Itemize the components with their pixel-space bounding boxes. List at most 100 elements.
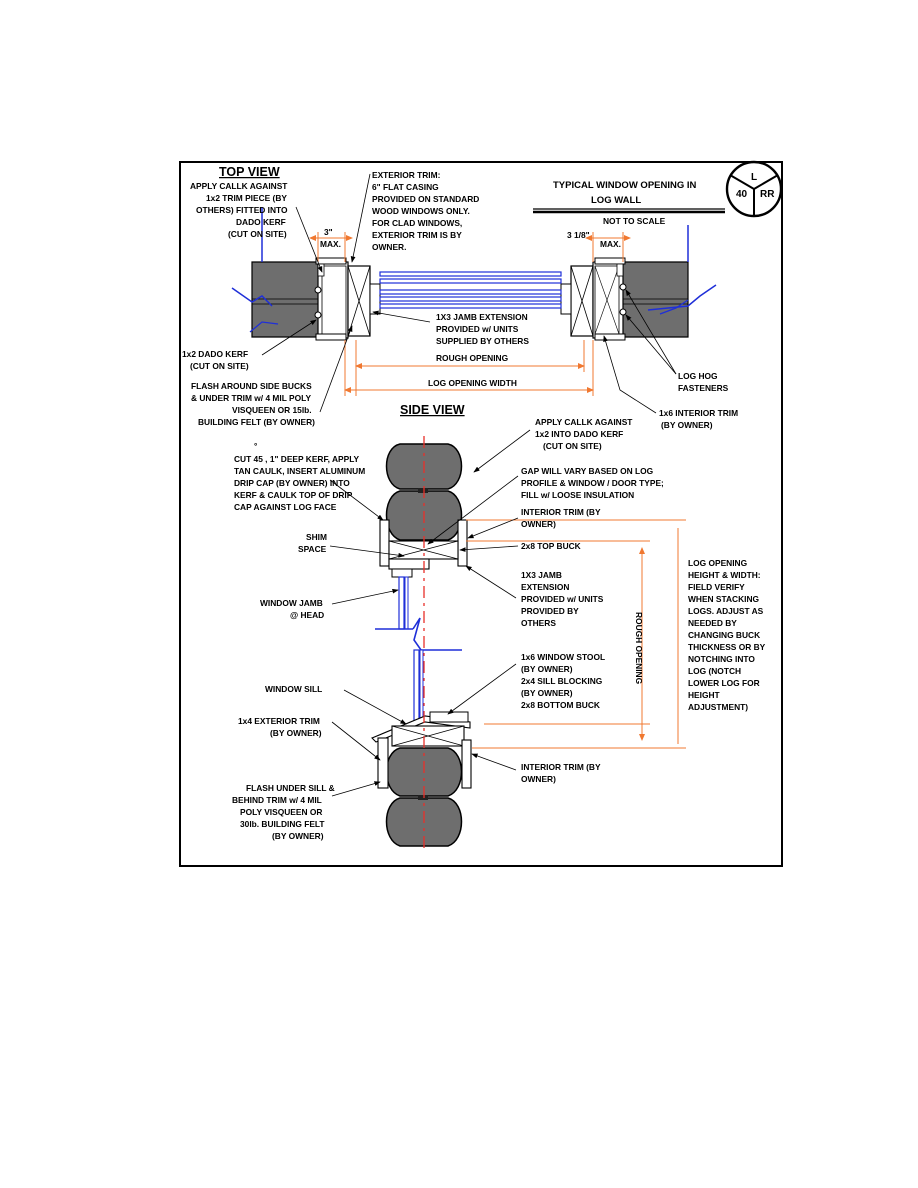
svg-text:(CUT ON SITE): (CUT ON SITE) xyxy=(190,361,249,371)
svg-text:OWNER): OWNER) xyxy=(521,519,556,529)
svg-text:APPLY CALLK AGAINST: APPLY CALLK AGAINST xyxy=(535,417,633,427)
note-window-sill: WINDOW SILL xyxy=(265,684,322,694)
svg-text:& UNDER TRIM w/ 4 MIL POLY: & UNDER TRIM w/ 4 MIL POLY xyxy=(191,393,311,403)
svg-text:1X3 JAMB EXTENSION: 1X3 JAMB EXTENSION xyxy=(436,312,528,322)
svg-text:INTERIOR TRIM (BY: INTERIOR TRIM (BY xyxy=(521,762,601,772)
svg-text:POLY VISQUEEN OR: POLY VISQUEEN OR xyxy=(240,807,322,817)
note-interior-trim-lower: INTERIOR TRIM (BY OWNER) xyxy=(521,762,601,784)
svg-text:(BY OWNER): (BY OWNER) xyxy=(272,831,324,841)
svg-text:EXTERIOR TRIM:: EXTERIOR TRIM: xyxy=(372,170,440,180)
svg-text:NEEDED BY: NEEDED BY xyxy=(688,618,737,628)
svg-text:OTHERS) FITTED INTO: OTHERS) FITTED INTO xyxy=(196,205,288,215)
svg-text:PROVIDED w/ UNITS: PROVIDED w/ UNITS xyxy=(521,594,604,604)
sheet-badge: L 40 RR xyxy=(725,160,783,218)
side-dim-rough-opening: ROUGH OPENING xyxy=(634,612,644,684)
svg-text:THICKNESS OR BY: THICKNESS OR BY xyxy=(688,642,766,652)
svg-text:APPLY CALLK AGAINST: APPLY CALLK AGAINST xyxy=(190,181,288,191)
svg-text:FLASH UNDER SILL &: FLASH UNDER SILL & xyxy=(246,783,335,793)
note-window-jamb: WINDOW JAMB @ HEAD xyxy=(260,598,324,620)
svg-text:(CUT ON SITE): (CUT ON SITE) xyxy=(543,441,602,451)
svg-text:1x2 DADO KERF: 1x2 DADO KERF xyxy=(182,349,248,359)
top-view-title: TOP VIEW xyxy=(219,165,280,179)
side-view-title: SIDE VIEW xyxy=(400,403,465,417)
note-interior-trim-upper: INTERIOR TRIM (BY OWNER) xyxy=(521,507,601,529)
svg-text:FOR CLAD WINDOWS,: FOR CLAD WINDOWS, xyxy=(372,218,462,228)
svg-text:PROVIDED BY: PROVIDED BY xyxy=(521,606,579,616)
note-top-buck: 2x8 TOP BUCK xyxy=(521,541,581,551)
note-log-hog: LOG HOG FASTENERS xyxy=(678,371,729,393)
svg-text:FILL w/ LOOSE INSULATION: FILL w/ LOOSE INSULATION xyxy=(521,490,634,500)
svg-text:KERF & CAULK TOP OF DRIP: KERF & CAULK TOP OF DRIP xyxy=(234,490,353,500)
svg-text:SHIM: SHIM xyxy=(306,532,327,542)
svg-text:1X3 JAMB: 1X3 JAMB xyxy=(521,570,562,580)
badge-top: L xyxy=(751,172,757,183)
side-view-dimensions: ROUGH OPENING xyxy=(466,519,686,749)
svg-text:HEIGHT & WIDTH:: HEIGHT & WIDTH: xyxy=(688,570,761,580)
svg-text:LOGS. ADJUST AS: LOGS. ADJUST AS xyxy=(688,606,764,616)
svg-text:PROVIDED ON STANDARD: PROVIDED ON STANDARD xyxy=(372,194,479,204)
svg-text:@ HEAD: @ HEAD xyxy=(290,610,324,620)
dim-3-label: 3" xyxy=(324,227,333,237)
svg-text:WINDOW JAMB: WINDOW JAMB xyxy=(260,598,323,608)
svg-text:VISQUEEN OR 15lb.: VISQUEEN OR 15lb. xyxy=(232,405,312,415)
svg-text:EXTERIOR TRIM IS BY: EXTERIOR TRIM IS BY xyxy=(372,230,462,240)
note-cut-45: ° CUT 45 , 1" DEEP KERF, APPLY TAN CAULK… xyxy=(234,441,365,512)
top-view-plan xyxy=(231,207,717,341)
svg-text:1x2 TRIM PIECE (BY: 1x2 TRIM PIECE (BY xyxy=(206,193,287,203)
svg-text:WHEN STACKING: WHEN STACKING xyxy=(688,594,759,604)
scale-note: NOT TO SCALE xyxy=(603,216,666,226)
svg-text:FASTENERS: FASTENERS xyxy=(678,383,729,393)
title-block: TYPICAL WINDOW OPENING IN LOG WALL NOT T… xyxy=(533,180,725,226)
svg-text:OTHERS: OTHERS xyxy=(521,618,556,628)
top-view-notes: APPLY CALLK AGAINST 1x2 TRIM PIECE (BY O… xyxy=(182,170,738,430)
note-flash-under-sill: FLASH UNDER SILL & BEHIND TRIM w/ 4 MIL … xyxy=(232,783,335,841)
svg-text:(BY OWNER): (BY OWNER) xyxy=(521,688,573,698)
note-jamb-extension-side: 1X3 JAMB EXTENSION PROVIDED w/ UNITS PRO… xyxy=(521,570,604,628)
note-apply-caulk: APPLY CALLK AGAINST 1x2 TRIM PIECE (BY O… xyxy=(190,181,288,239)
dim-log-opening-width: LOG OPENING WIDTH xyxy=(428,378,517,388)
svg-text:(BY OWNER): (BY OWNER) xyxy=(521,664,573,674)
note-apply-caulk-kerf: APPLY CALLK AGAINST 1x2 INTO DADO KERF (… xyxy=(535,417,633,451)
note-log-opening: LOG OPENING HEIGHT & WIDTH: FIELD VERIFY… xyxy=(688,558,766,712)
svg-text:(BY OWNER): (BY OWNER) xyxy=(270,728,322,738)
badge-left: 40 xyxy=(736,189,748,200)
svg-text:LOG HOG: LOG HOG xyxy=(678,371,718,381)
svg-text:(BY OWNER): (BY OWNER) xyxy=(661,420,713,430)
note-stool-blocking-buck: 1x6 WINDOW STOOL (BY OWNER) 2x4 SILL BLO… xyxy=(521,652,605,710)
svg-text:ADJUSTMENT): ADJUSTMENT) xyxy=(688,702,748,712)
svg-text:°: ° xyxy=(254,441,257,451)
svg-text:30lb. BUILDING FELT: 30lb. BUILDING FELT xyxy=(240,819,325,829)
svg-text:6" FLAT CASING: 6" FLAT CASING xyxy=(372,182,439,192)
note-exterior-trim-side: 1x4 EXTERIOR TRIM (BY OWNER) xyxy=(238,716,322,738)
sheet-title-line-2: LOG WALL xyxy=(591,195,641,206)
svg-text:OWNER): OWNER) xyxy=(521,774,556,784)
svg-text:2x4 SILL BLOCKING: 2x4 SILL BLOCKING xyxy=(521,676,602,686)
svg-text:FIELD VERIFY: FIELD VERIFY xyxy=(688,582,745,592)
svg-text:CAP AGAINST LOG FACE: CAP AGAINST LOG FACE xyxy=(234,502,337,512)
top-view-dimensions: 3" MAX. 3 1/8" MAX. ROUGH OPENING LOG OP… xyxy=(309,227,631,396)
svg-text:HEIGHT: HEIGHT xyxy=(688,690,721,700)
svg-text:(CUT ON SITE): (CUT ON SITE) xyxy=(228,229,287,239)
svg-text:LOWER LOG FOR: LOWER LOG FOR xyxy=(688,678,760,688)
svg-text:2x8 BOTTOM BUCK: 2x8 BOTTOM BUCK xyxy=(521,700,600,710)
svg-text:BEHIND TRIM w/ 4 MIL: BEHIND TRIM w/ 4 MIL xyxy=(232,795,322,805)
svg-text:EXTENSION: EXTENSION xyxy=(521,582,569,592)
svg-text:PROVIDED w/ UNITS: PROVIDED w/ UNITS xyxy=(436,324,519,334)
svg-text:BUILDING FELT (BY OWNER): BUILDING FELT (BY OWNER) xyxy=(198,417,315,427)
svg-text:1x4 EXTERIOR TRIM: 1x4 EXTERIOR TRIM xyxy=(238,716,320,726)
note-jamb-extension-top: 1X3 JAMB EXTENSION PROVIDED w/ UNITS SUP… xyxy=(436,312,529,346)
dim-3-1-8-label: 3 1/8" xyxy=(567,230,590,240)
svg-text:SPACE: SPACE xyxy=(298,544,327,554)
svg-text:CUT 45 , 1" DEEP KERF, APPLY: CUT 45 , 1" DEEP KERF, APPLY xyxy=(234,454,360,464)
note-dado-kerf: 1x2 DADO KERF (CUT ON SITE) xyxy=(182,349,249,371)
note-interior-trim-top: 1x6 INTERIOR TRIM (BY OWNER) xyxy=(659,408,738,430)
note-shim-space: SHIM SPACE xyxy=(298,532,327,554)
svg-text:NOTCHING INTO: NOTCHING INTO xyxy=(688,654,755,664)
svg-text:WOOD WINDOWS ONLY.: WOOD WINDOWS ONLY. xyxy=(372,206,470,216)
svg-text:GAP WILL VARY BASED ON LOG: GAP WILL VARY BASED ON LOG xyxy=(521,466,653,476)
side-view-notes: APPLY CALLK AGAINST 1x2 INTO DADO KERF (… xyxy=(232,417,766,841)
note-gap: GAP WILL VARY BASED ON LOG PROFILE & WIN… xyxy=(521,466,664,500)
svg-text:DRIP CAP (BY OWNER) INTO: DRIP CAP (BY OWNER) INTO xyxy=(234,478,350,488)
svg-text:LOG (NOTCH: LOG (NOTCH xyxy=(688,666,741,676)
